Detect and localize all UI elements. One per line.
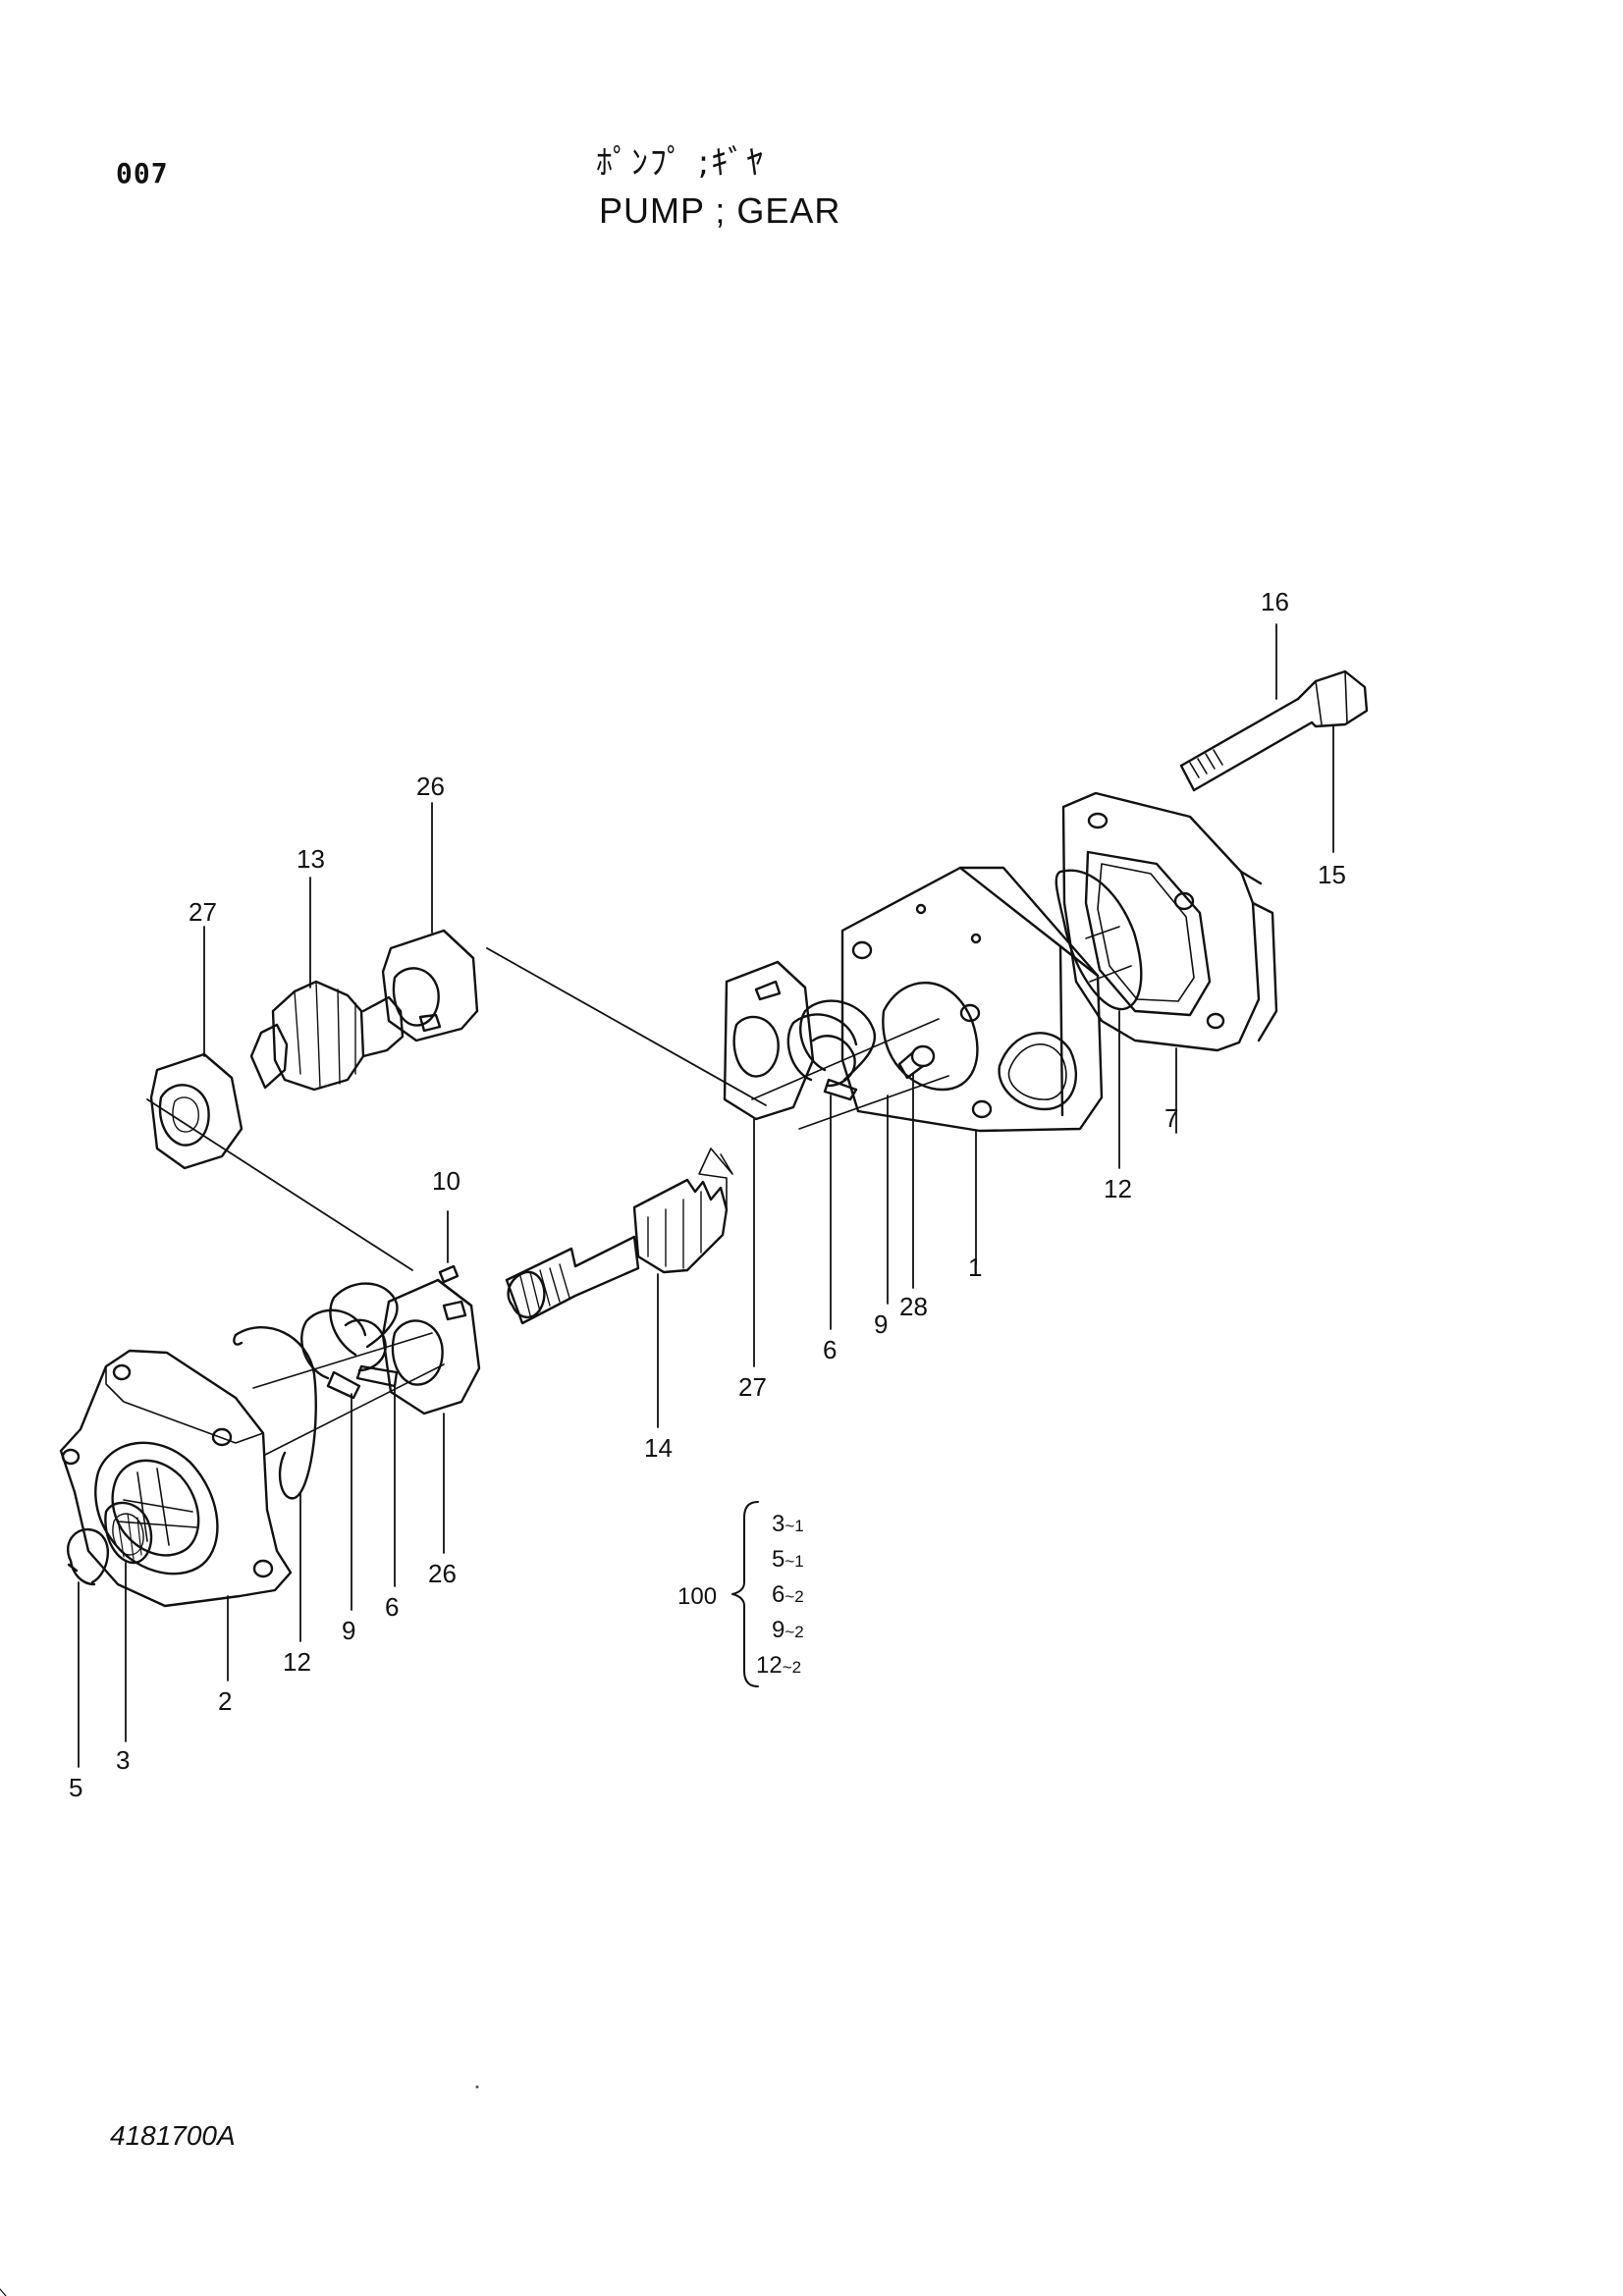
seal-ring-left-part <box>233 1325 317 1500</box>
kit-brace <box>731 1501 759 1687</box>
callout-12: 12 <box>1104 1174 1132 1203</box>
kit-item-5: 5~1 <box>772 1546 804 1573</box>
guide-line <box>146 1098 413 1271</box>
callout-16: 16 <box>1261 587 1289 616</box>
pin-part <box>897 1044 936 1080</box>
scan-speck <box>475 2085 479 2089</box>
callout-6b: 6 <box>385 1592 399 1622</box>
title-japanese: ﾎﾟﾝﾌﾟ ;ｷﾞﾔ <box>596 143 766 183</box>
callout-28: 28 <box>899 1292 928 1321</box>
scan-mark <box>0 2288 7 2296</box>
callout-6: 6 <box>823 1335 837 1364</box>
guide-line <box>798 1075 949 1130</box>
driven-gear-part <box>249 980 405 1092</box>
callout-numbers: 16 15 26 13 27 7 12 1 10 28 9 6 27 14 26… <box>69 587 1346 1802</box>
callout-2: 2 <box>218 1686 232 1716</box>
kit-item-6: 6~2 <box>772 1581 804 1608</box>
callout-27b: 27 <box>738 1372 767 1402</box>
bolt-part <box>1179 669 1369 792</box>
page-number: 007 <box>116 157 169 189</box>
callout-10: 10 <box>432 1166 460 1196</box>
oil-seal-part <box>104 1501 153 1565</box>
callout-27: 27 <box>189 897 217 927</box>
guide-line <box>264 1363 445 1456</box>
callout-3: 3 <box>116 1745 130 1775</box>
callout-15: 15 <box>1318 860 1346 889</box>
snap-ring-part <box>66 1528 110 1586</box>
kit-label: 100 <box>677 1583 717 1610</box>
kit-list: 100 3~1 5~1 6~2 9~2 12~2 <box>677 1501 804 1687</box>
callout-14: 14 <box>644 1433 673 1463</box>
callout-7: 7 <box>1164 1103 1178 1133</box>
guide-line <box>1089 965 1132 983</box>
guide-line <box>252 1332 433 1389</box>
guide-line <box>751 1018 940 1100</box>
seal-set-right-part <box>786 999 877 1101</box>
drive-shaft-gear-part <box>505 1148 733 1325</box>
seal-set-left-part <box>300 1282 399 1400</box>
kit-item-9: 9~2 <box>772 1617 804 1643</box>
kit-item-3: 3~1 <box>772 1511 804 1537</box>
bushing-right-part <box>723 960 815 1121</box>
seal-ring-part <box>1055 869 1143 1011</box>
bushing-top-part <box>381 929 479 1042</box>
callout-5: 5 <box>69 1773 82 1802</box>
callout-26b: 26 <box>428 1559 457 1588</box>
kit-item-12: 12~2 <box>756 1652 801 1679</box>
callout-1: 1 <box>968 1253 982 1282</box>
flange-cover-part <box>59 1349 293 1608</box>
cover-plate-part <box>1061 791 1278 1052</box>
pump-body-part <box>840 866 1104 1133</box>
callout-26: 26 <box>416 772 445 801</box>
key-part <box>438 1264 460 1284</box>
callout-12b: 12 <box>283 1647 311 1677</box>
drawing-code: 4181700A <box>110 2120 236 2151</box>
guide-line <box>1085 926 1120 939</box>
leader-lines <box>78 623 1334 1768</box>
guide-line <box>486 947 767 1106</box>
callout-9: 9 <box>874 1309 888 1339</box>
callout-9b: 9 <box>342 1616 355 1645</box>
callout-13: 13 <box>297 844 325 874</box>
title-english: PUMP ; GEAR <box>599 190 841 231</box>
bushing-bottom-part <box>381 1278 481 1415</box>
